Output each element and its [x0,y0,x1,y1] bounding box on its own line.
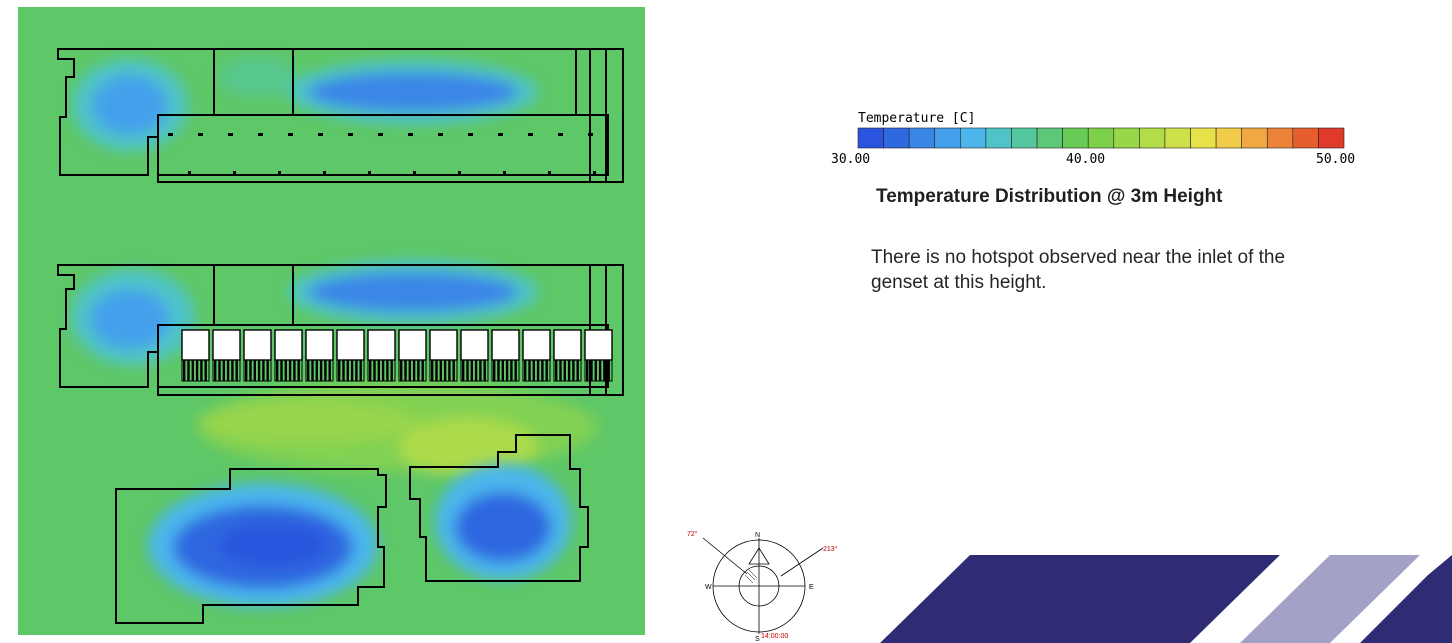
legend-swatch [1011,127,1038,149]
legend-swatch [960,127,987,149]
deco-light-stripe [1240,555,1420,643]
compass-north: N [755,532,760,539]
compass-left-angle: 72° [687,530,698,538]
legend-swatch [883,127,910,149]
genset-unit [553,329,582,382]
compass-time: 14:00:00 [761,633,788,640]
building-outlines [57,48,624,624]
legend-swatch [908,127,936,149]
north-arrow-icon [748,547,770,565]
legend-swatch [985,127,1012,149]
legend-swatch [934,127,961,149]
genset-unit [522,329,551,382]
upper-pillars [168,133,596,175]
deco-dark-stripe [880,555,1280,643]
genset-unit [398,329,427,382]
description-text: There is no hotspot observed near the in… [871,247,1286,294]
warm-zone [198,382,598,477]
compass-east: E [809,584,814,591]
legend-swatch [857,127,884,149]
compass-west: W [705,584,712,591]
legend-swatch [1266,127,1294,149]
genset-unit [336,329,365,382]
genset-unit [460,329,489,382]
genset-unit [429,329,458,382]
legend-swatch [1062,127,1089,149]
legend-max-label: 50.00 [1316,152,1355,167]
legend-swatch [1164,127,1191,149]
legend-title: Temperature [C] [858,111,975,126]
genset-unit [491,329,520,382]
genset-unit [212,329,241,382]
legend-swatch [1292,127,1319,149]
legend-min-label: 30.00 [831,152,870,167]
legend-swatch [1139,127,1166,149]
temperature-legend: Temperature [C] 30.00 40.00 50.00 [831,111,1355,167]
cool-zones [71,57,571,607]
legend-swatch [1036,127,1063,149]
genset-unit [274,329,303,382]
legend-swatch [1087,127,1115,149]
genset-unit [584,329,613,382]
legend-swatch [1215,127,1242,149]
legend-color-bar [857,127,1345,149]
deco-dark-corner [1360,555,1452,643]
legend-swatch [1241,127,1268,149]
genset-unit [243,329,272,382]
legend-swatch [1190,127,1217,149]
decorative-corner-shapes [880,555,1452,643]
compass-right-angle: 213° [823,545,838,553]
figure-caption: Temperature Distribution @ 3m Height [876,186,1223,207]
genset-unit [305,329,334,382]
genset-unit [181,329,210,382]
legend-swatch [1318,127,1345,149]
genset-row [181,329,613,382]
legend-swatch [1113,127,1140,149]
compass-diagram: N S E W 72° 213° 14:00:00 [687,530,838,642]
compass-south: S [755,636,760,642]
temperature-contour-plot [18,7,645,635]
legend-mid-label: 40.00 [1066,152,1105,167]
genset-unit [367,329,396,382]
